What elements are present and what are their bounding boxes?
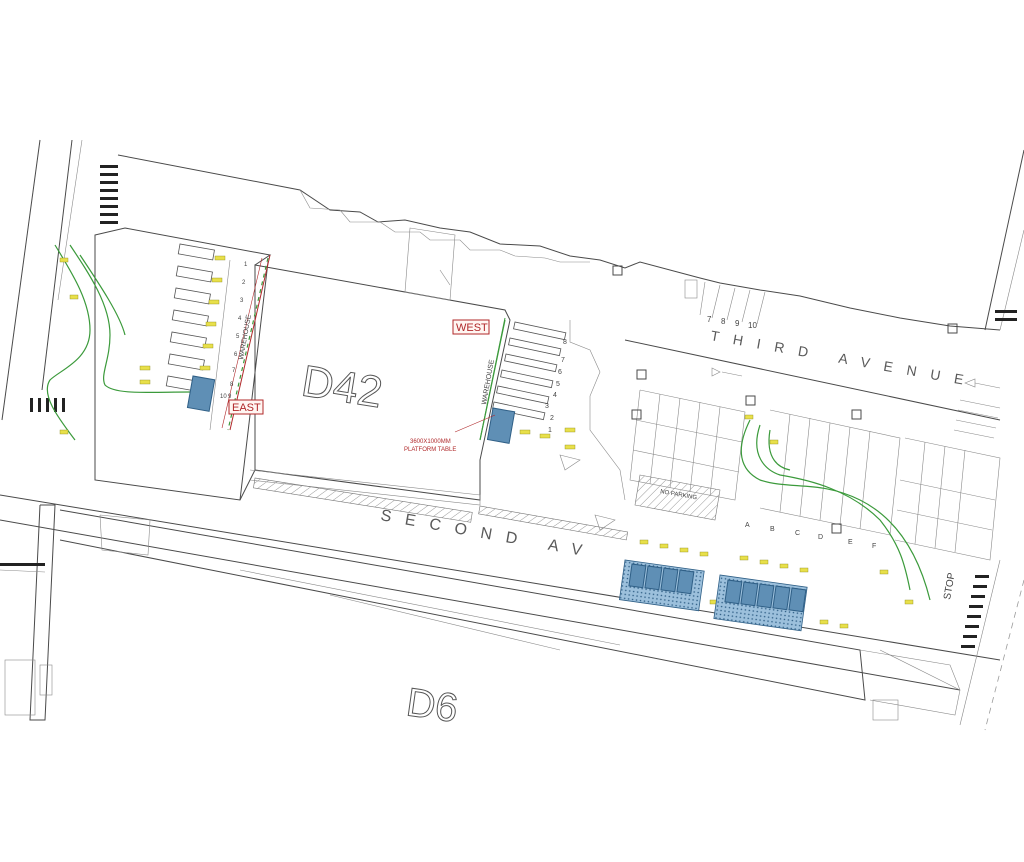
lane-letter: B bbox=[770, 526, 775, 533]
bay-number-top: 7 bbox=[707, 315, 712, 324]
building-d6-label: D6 bbox=[404, 680, 461, 731]
east-tag-text: EAST bbox=[232, 402, 261, 414]
lane-letter: C bbox=[795, 530, 800, 537]
platform-note: 3600X1000MM PLATFORM TABLE bbox=[404, 414, 496, 453]
lane-letter: D bbox=[818, 534, 823, 541]
bay-number-west: 6 bbox=[558, 369, 562, 376]
bay-number-west: 2 bbox=[550, 415, 554, 422]
bay-number-east: 8 bbox=[230, 382, 234, 388]
platform-note-line2: PLATFORM TABLE bbox=[404, 447, 456, 453]
third-avenue-label: THIRD AVENUE bbox=[709, 327, 978, 390]
bay-number-west: 7 bbox=[561, 357, 565, 364]
lane-letter: A bbox=[745, 522, 750, 529]
bay-number-east: 10 bbox=[220, 394, 227, 400]
bay-number-east: 7 bbox=[232, 368, 236, 374]
lane-letter: F bbox=[872, 543, 876, 550]
stop-marking-label: STOP bbox=[942, 572, 958, 601]
stripe-marking bbox=[953, 399, 1001, 439]
yellow-markers bbox=[59, 255, 914, 629]
warehouse-label-right: WAREHOUSE bbox=[481, 359, 496, 405]
bay-number-east: 1 bbox=[244, 262, 248, 268]
west-dock-bays bbox=[479, 317, 626, 501]
building-d42-label: D42 bbox=[298, 356, 385, 417]
boundary-lines bbox=[0, 139, 1024, 731]
equipment-units bbox=[186, 375, 808, 632]
bay-number-east: 2 bbox=[242, 280, 246, 286]
bay-number-east: 9 bbox=[228, 394, 232, 400]
platform-note-line1: 3600X1000MM bbox=[410, 439, 451, 445]
bay-number-east: 4 bbox=[238, 316, 242, 322]
d42-building bbox=[94, 227, 629, 541]
bay-number-west: 5 bbox=[556, 381, 560, 388]
bay-number-west: 1 bbox=[548, 427, 552, 434]
parking-grid bbox=[559, 265, 1001, 561]
west-tag: WEST bbox=[452, 319, 490, 335]
bay-number-top: 10 bbox=[748, 321, 757, 330]
east-tag: EAST bbox=[228, 399, 264, 415]
bay-number-top: 8 bbox=[721, 317, 726, 326]
lane-letter: E bbox=[848, 539, 853, 546]
bay-number-top: 9 bbox=[735, 319, 740, 328]
bay-number-east: 6 bbox=[234, 352, 238, 358]
bay-number-west: 8 bbox=[563, 339, 567, 346]
bay-number-east: 5 bbox=[236, 334, 240, 340]
bay-number-west: 3 bbox=[545, 403, 549, 410]
bay-number-east: 3 bbox=[240, 298, 244, 304]
bay-number-west: 4 bbox=[553, 392, 557, 399]
west-tag-text: WEST bbox=[456, 322, 488, 334]
zebra-crossings bbox=[0, 165, 1017, 648]
